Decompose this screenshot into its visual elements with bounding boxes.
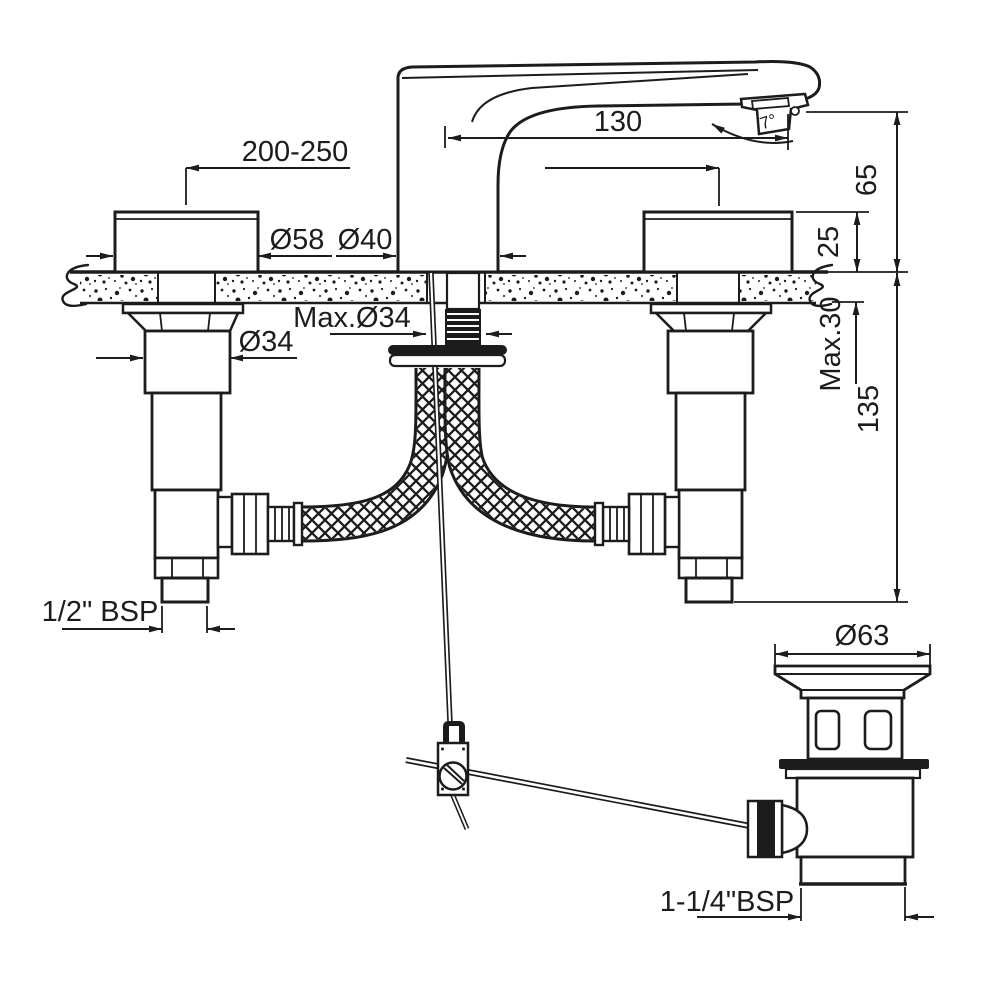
deck-break-right [808, 263, 834, 308]
dim-inlet-thread-label: 1/2" BSP [42, 596, 159, 628]
faucet-spout: 7° [396, 60, 822, 274]
deck-break-left [61, 263, 90, 308]
dim-spout-reach-label: 130 [594, 106, 642, 138]
left-handle [113, 210, 260, 274]
dimension-annotations: 130 200-250 Ø58 Ø40 Max.Ø34 Ø34 65 25 13… [42, 106, 934, 921]
dim-handle-dia-label: Ø58 [270, 224, 325, 256]
dim-spout-height-label: 65 [851, 164, 883, 196]
spout-shank-and-washer [388, 271, 507, 368]
right-valve-body [593, 302, 773, 604]
dim-hole-spacing-label: 200-250 [242, 136, 348, 168]
dim-handle-height-label: 25 [813, 226, 845, 258]
dim-spout-base-dia-label: Ø40 [338, 224, 393, 256]
dim-under-deck-length-label: 135 [853, 385, 885, 433]
dim-waste-thread-label: 1-1/4"BSP [660, 886, 794, 918]
dim-max-hole-dia-label: Max.Ø34 [293, 302, 411, 334]
right-handle [642, 210, 794, 274]
dim-waste-flange-dia-label: Ø63 [835, 620, 890, 652]
rod-clamp [436, 721, 470, 797]
dim-max-deck-thickness-label: Max.30 [815, 296, 847, 391]
pop-up-waste [746, 664, 932, 886]
left-valve-body [121, 302, 304, 604]
dim-valve-dia-label: Ø34 [239, 326, 294, 358]
flexible-hose-left [301, 367, 452, 543]
flexible-hose-right [443, 367, 596, 543]
dim-aerator-angle-label: 7° [758, 110, 779, 133]
